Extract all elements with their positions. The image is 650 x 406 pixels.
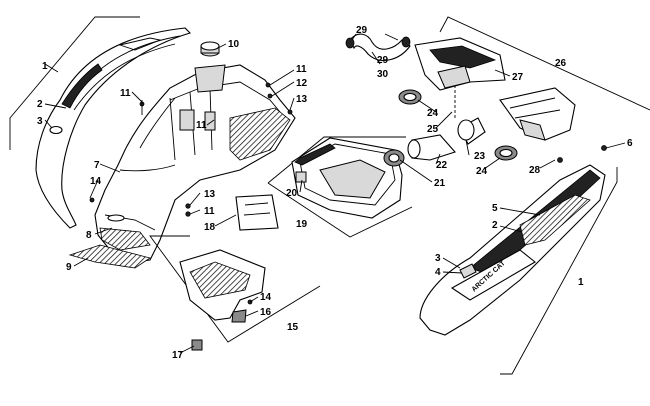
callout-14-lower: 14 <box>260 292 272 303</box>
callout-14-left: 14 <box>90 176 102 187</box>
grille <box>68 244 151 269</box>
callout-30: 30 <box>377 69 389 80</box>
callout-labels: 1 2 3 7 14 8 9 10 11 11 12 13 11 13 11 1… <box>37 25 633 361</box>
callout-24-lower: 24 <box>476 166 488 177</box>
callout-26: 26 <box>555 58 567 69</box>
callout-22: 22 <box>436 160 448 171</box>
upper-intake <box>345 16 650 111</box>
right-side-panel: ARCTIC CAT <box>419 164 618 375</box>
callout-7: 7 <box>94 160 100 171</box>
left-side-panel <box>9 16 192 229</box>
callout-6: 6 <box>627 138 633 149</box>
air-box <box>267 136 413 238</box>
callout-2-right: 2 <box>492 220 498 231</box>
callout-19: 19 <box>296 219 308 230</box>
callout-3-left: 3 <box>37 116 43 127</box>
callout-11-mid: 11 <box>204 206 215 217</box>
callout-28: 28 <box>529 165 541 176</box>
callout-11-right: 11 <box>296 64 307 75</box>
callout-18: 18 <box>204 222 216 233</box>
lower-panel <box>149 235 321 343</box>
callout-11-center: 11 <box>196 120 207 131</box>
callout-13-mid: 13 <box>204 189 216 200</box>
callout-15: 15 <box>287 322 299 333</box>
callout-25: 25 <box>427 124 439 135</box>
cap-part <box>200 41 220 57</box>
callout-29-left: 29 <box>356 25 368 36</box>
callout-13-top: 13 <box>296 94 308 105</box>
callout-27: 27 <box>512 72 524 83</box>
callout-5: 5 <box>492 203 498 214</box>
callout-10: 10 <box>228 39 240 50</box>
windshield <box>235 194 279 231</box>
callout-1-left: 1 <box>42 61 48 72</box>
callout-3-right: 3 <box>435 253 441 264</box>
callout-21: 21 <box>434 178 446 189</box>
hood-nose-assembly <box>94 64 296 263</box>
callout-9: 9 <box>66 262 72 273</box>
callout-16: 16 <box>260 307 272 318</box>
callout-12: 12 <box>296 78 308 89</box>
gauge-bracket <box>194 64 226 93</box>
callout-20: 20 <box>286 188 298 199</box>
callout-23: 23 <box>474 151 486 162</box>
callout-11-hood: 11 <box>120 88 131 99</box>
intake-ducts <box>398 85 576 161</box>
callout-8: 8 <box>86 230 92 241</box>
callout-1-right: 1 <box>578 277 584 288</box>
callout-2-left: 2 <box>37 99 43 110</box>
callout-24-upper: 24 <box>427 108 439 119</box>
callout-29-right: 29 <box>377 55 389 66</box>
callout-17: 17 <box>172 350 184 361</box>
callout-4: 4 <box>435 267 441 278</box>
intake-boots <box>383 134 456 167</box>
leader-lines <box>44 33 626 354</box>
